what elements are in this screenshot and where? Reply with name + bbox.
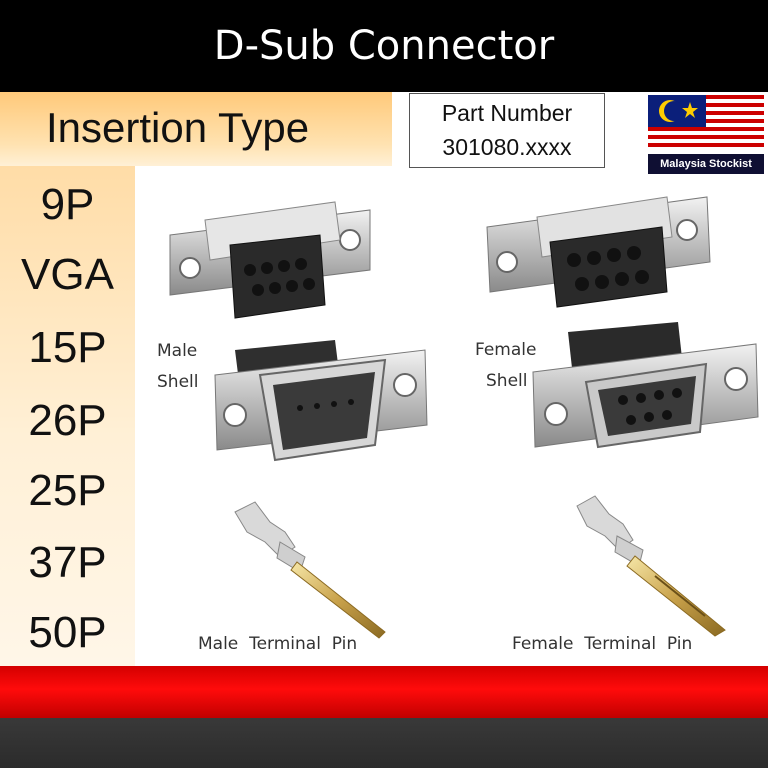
male-terminal-pin-image bbox=[234, 501, 386, 639]
insertion-band bbox=[0, 92, 392, 166]
malaysia-flag-icon bbox=[648, 95, 764, 151]
female-shell-label-2: Shell bbox=[486, 371, 528, 391]
male-shell-label-2: Shell bbox=[157, 372, 199, 392]
type-37p: 37P bbox=[28, 538, 107, 587]
female-pin-label: Female Terminal Pin bbox=[512, 634, 693, 654]
type-50p: 50P bbox=[28, 608, 107, 657]
header-bar: D-Sub Connector bbox=[0, 0, 768, 92]
type-9p: 9P bbox=[40, 180, 95, 229]
page-title: D-Sub Connector bbox=[213, 23, 555, 69]
type-panel bbox=[0, 92, 135, 666]
malaysia-stockist-badge: Malaysia Stockist bbox=[648, 95, 764, 174]
type-26p: 26P bbox=[28, 396, 107, 445]
female-terminal-pin-image bbox=[576, 495, 726, 637]
male-shell-back-image bbox=[169, 201, 371, 319]
male-pin-label: Male Terminal Pin bbox=[198, 634, 358, 654]
female-shell-back-image bbox=[486, 196, 711, 308]
part-number-label: Part Number bbox=[441, 100, 573, 126]
type-vga: VGA bbox=[21, 250, 114, 299]
part-number-value: 301080.xxxx bbox=[442, 134, 572, 160]
footer-gray-band bbox=[0, 718, 768, 768]
type-25p: 25P bbox=[28, 466, 107, 515]
footer-red-band bbox=[0, 666, 768, 718]
stockist-label: Malaysia Stockist bbox=[648, 154, 764, 174]
male-shell-front-image bbox=[214, 340, 428, 462]
type-15p: 15P bbox=[28, 323, 107, 372]
section-title: Insertion Type bbox=[46, 104, 310, 151]
female-shell-label-1: Female bbox=[475, 340, 537, 360]
female-shell-front-image bbox=[532, 322, 759, 449]
male-shell-label-1: Male bbox=[157, 341, 198, 361]
part-number-box: Part Number 301080.xxxx bbox=[409, 93, 605, 168]
